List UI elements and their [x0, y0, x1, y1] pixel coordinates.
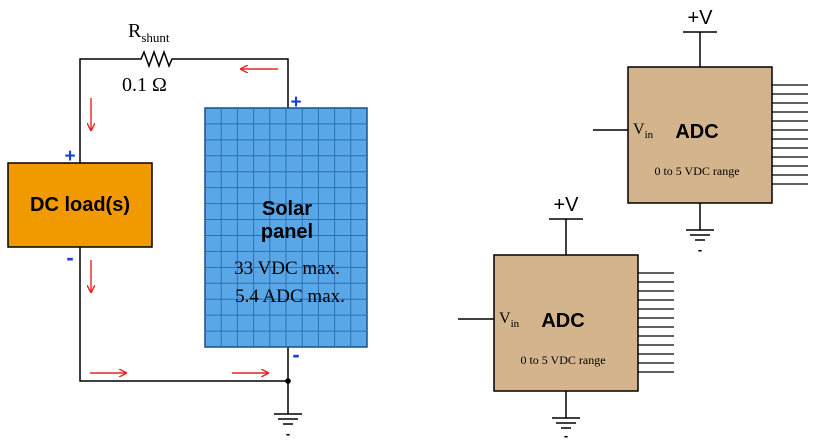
- ground-symbol: [274, 413, 302, 425]
- circuit-wires: [79, 49, 289, 414]
- adc-bottom-input-label: Vin: [499, 310, 520, 330]
- solar-panel-minus: -: [292, 342, 299, 367]
- adc-bottom-supply-label: +V: [553, 194, 579, 216]
- junction-dot: [285, 378, 291, 384]
- adc-top-supply-label: +V: [687, 7, 713, 29]
- dc-load-minus: -: [66, 245, 73, 270]
- solar-panel-voltage: 33 VDC max.: [234, 258, 340, 279]
- adc-top-range: 0 to 5 VDC range: [654, 164, 739, 178]
- adc-top-ground-minus: -: [698, 242, 702, 257]
- adc-bottom-input-sub: in: [511, 318, 520, 330]
- shunt-resistor-symbol: [136, 49, 180, 69]
- adc-bottom-ground-symbol: [552, 417, 580, 429]
- adc-bottom-input-main: V: [499, 310, 511, 327]
- adc-top-input-main: V: [633, 121, 645, 138]
- dc-load-plus: +: [64, 146, 75, 167]
- dc-load-box: [7, 162, 153, 248]
- shunt-value: 0.1 Ω: [122, 74, 167, 96]
- adc-bottom-title: ADC: [541, 310, 584, 332]
- wire-bottom: [79, 247, 289, 382]
- wire-top-right: [180, 58, 289, 108]
- solar-panel-grid: [205, 108, 367, 347]
- solar-panel-current: 5.4 ADC max.: [235, 286, 345, 307]
- dc-load-label: DC load(s): [30, 194, 130, 216]
- adc-top-title: ADC: [675, 121, 718, 143]
- adc-top-input-label: Vin: [633, 121, 654, 141]
- adc-top-output-pins: [772, 84, 808, 185]
- shunt-label-sub: shunt: [141, 30, 170, 45]
- adc-top: [593, 31, 808, 241]
- solar-panel-title-2: panel: [261, 221, 313, 243]
- solar-panel-plus: +: [290, 92, 301, 113]
- adc-top-ground-symbol: [686, 229, 714, 241]
- adc-bottom-range: 0 to 5 VDC range: [520, 353, 605, 367]
- adc-bottom: [458, 218, 674, 429]
- adc-bottom-output-pins: [638, 272, 674, 373]
- adc-top-body: [627, 66, 773, 204]
- adc-top-input-sub: in: [645, 129, 654, 141]
- solar-panel: [204, 107, 368, 348]
- adc-bottom-ground-minus: -: [564, 428, 568, 442]
- adc-bottom-body: [493, 254, 639, 392]
- solar-panel-title-1: Solar: [262, 198, 312, 220]
- shunt-label-main: R: [128, 20, 142, 42]
- ground-minus-label: -: [286, 426, 290, 441]
- wire-top-left: [79, 58, 136, 163]
- current-arrows: [90, 69, 278, 373]
- shunt-label: Rshunt: [128, 20, 170, 45]
